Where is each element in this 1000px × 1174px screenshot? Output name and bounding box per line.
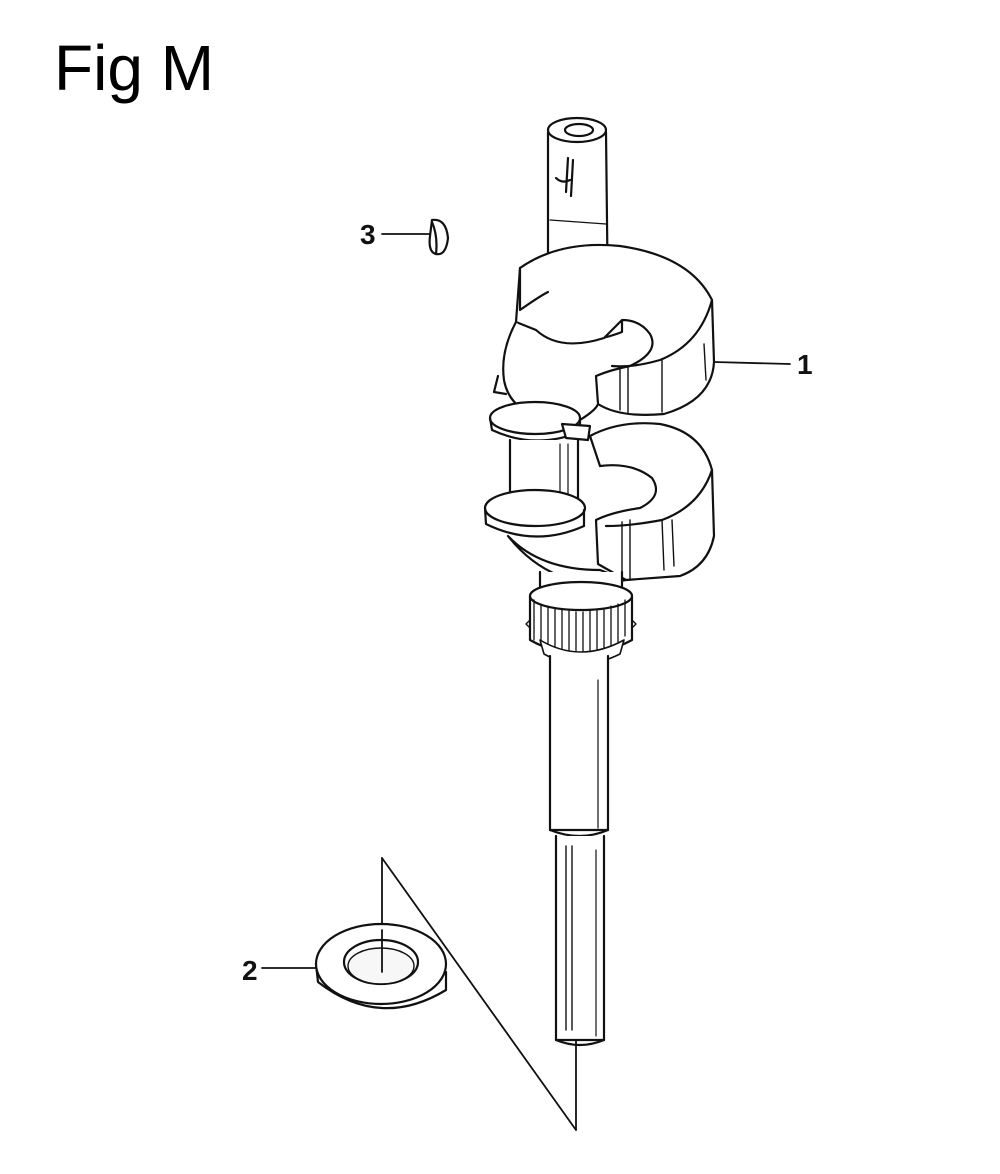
crankshaft-upper-counterweight [492,243,716,422]
crankshaft-crank-pin [488,400,592,502]
crankshaft-lower-shaft [548,654,610,1047]
figure-title: Fig M [54,32,214,104]
crankshaft-part[interactable] [483,116,791,1047]
callout-1-label: 1 [797,349,813,380]
crankshaft-lower-counterweight [483,422,716,584]
callout-1-leader [713,361,791,365]
callout-3-label: 3 [360,219,376,250]
crankshaft-timing-gear [525,580,637,665]
oil-seal-part[interactable] [261,922,448,1010]
key-part[interactable] [381,218,450,256]
callout-2-label: 2 [242,955,258,986]
